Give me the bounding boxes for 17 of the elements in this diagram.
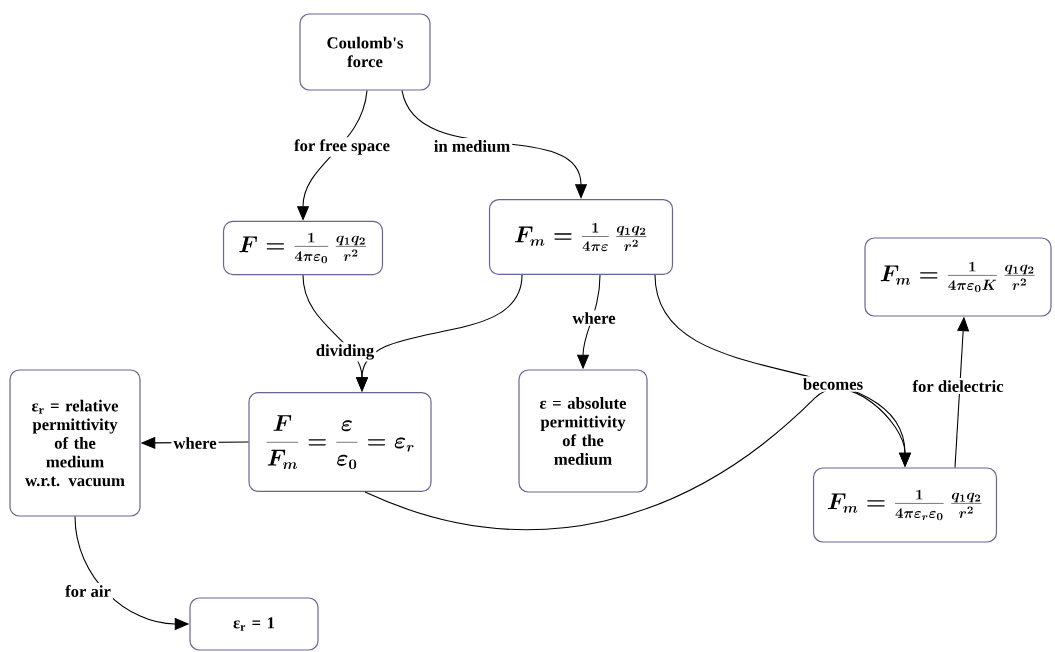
- edge-label: for dielectric: [910, 378, 1006, 394]
- edge-label: becomes: [800, 376, 866, 392]
- formula-box: $F_m = \frac{1}{4\pi\varepsilon}\,\frac{q_1q_2}{r^2}$: [488, 198, 674, 276]
- edge-label: for free space: [292, 137, 392, 157]
- text-box: ε$_{r}$ = relative permittivity of the medium w.r.t. vacuum: [9, 369, 141, 517]
- text-box: Coulomb's force: [299, 13, 431, 91]
- edge-label: dividing: [313, 342, 377, 362]
- formula-box: $F_m = \frac{1}{4\pi\varepsilon_r\varepsilon_0}\,\frac{q_1q_2}{r^2}$: [812, 467, 998, 543]
- edge-label: in medium: [431, 138, 513, 154]
- edge-label: for air: [63, 583, 113, 599]
- edge-label: where: [171, 435, 219, 451]
- text-box: ε = absolute permittivity of the medium: [518, 369, 648, 493]
- edge-label: where: [570, 310, 618, 326]
- formula-box: $F_m = \frac{1}{4\pi\varepsilon_0 K}\,\frac{q_1q_2}{r^2}$: [864, 237, 1052, 317]
- formula-box: $\frac{F}{F_m} = \frac{\varepsilon}{\varepsilon_0} = \varepsilon_r$: [248, 391, 432, 493]
- formula-box: $F = \frac{1}{4\pi\varepsilon_0}\,\frac{q_1q_2}{r^2}$: [222, 220, 384, 276]
- text-box: ε$_{r}$ = 1: [189, 597, 319, 651]
